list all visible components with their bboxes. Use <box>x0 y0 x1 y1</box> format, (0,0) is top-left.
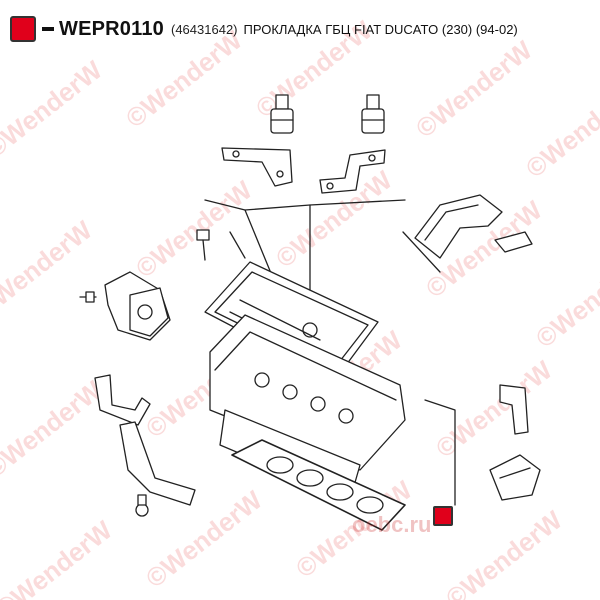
exhaust-pipe <box>414 194 533 259</box>
dash-icon <box>42 27 54 31</box>
red-marker-icon <box>10 16 36 42</box>
part-description: ПРОКЛАДКА ГБЦ FIAT DUCATO (230) (94-02) <box>243 21 518 37</box>
part-header: WEPR0110 (46431642) ПРОКЛАДКА ГБЦ FIAT D… <box>10 14 518 44</box>
bolt-top <box>196 229 210 261</box>
brand-watermark: oebc.ru <box>352 512 432 537</box>
part-code: WEPR0110 <box>59 17 164 40</box>
engine-mount-right <box>319 94 386 194</box>
highlight-marker-icon <box>433 506 453 526</box>
timing-bracket <box>94 374 196 517</box>
thermostat-housing <box>79 271 171 341</box>
engine-mount-left <box>221 94 294 187</box>
head-gasket <box>231 439 406 531</box>
oem-number: (46431642) <box>171 21 238 37</box>
side-bracket-lower <box>489 454 541 501</box>
side-bracket-upper <box>499 384 529 435</box>
